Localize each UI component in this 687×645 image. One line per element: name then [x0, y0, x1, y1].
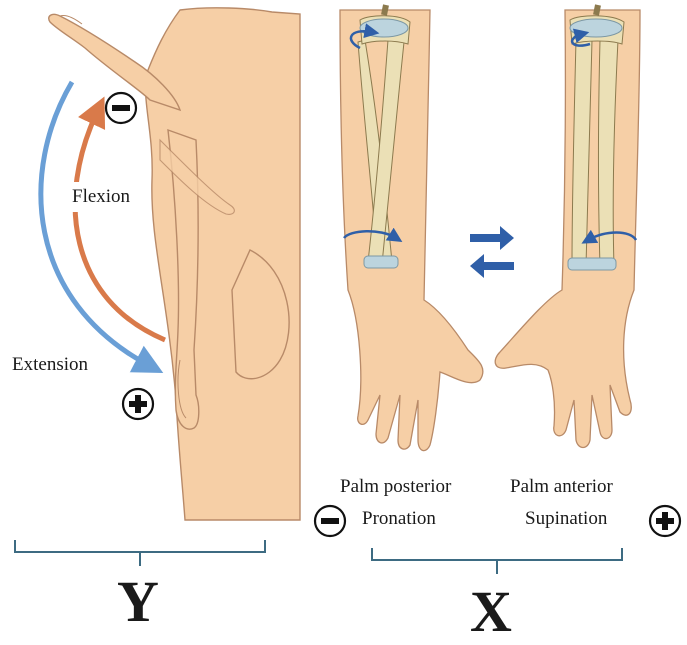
pronation-label: Pronation [362, 508, 436, 530]
forearm-skin [495, 10, 640, 448]
pronation-caption: Palm posterior [340, 476, 451, 498]
bracket-x [372, 548, 622, 574]
forearm-pronation [340, 5, 483, 451]
bracket-y [15, 540, 265, 566]
panel-letter-y: Y [117, 568, 159, 635]
panel-letter-x: X [470, 578, 512, 645]
forearm-supination [495, 5, 640, 448]
flexion-minus-icon [106, 93, 136, 123]
flexion-label: Flexion [62, 182, 140, 212]
supination-caption: Palm anterior [510, 476, 613, 498]
exchange-arrows-icon [470, 226, 514, 278]
extension-label: Extension [12, 354, 88, 376]
supination-label: Supination [525, 508, 607, 530]
extension-plus-icon [123, 389, 153, 419]
torso-silhouette [146, 8, 300, 520]
supination-plus-icon [650, 506, 680, 536]
pronation-minus-icon [315, 506, 345, 536]
